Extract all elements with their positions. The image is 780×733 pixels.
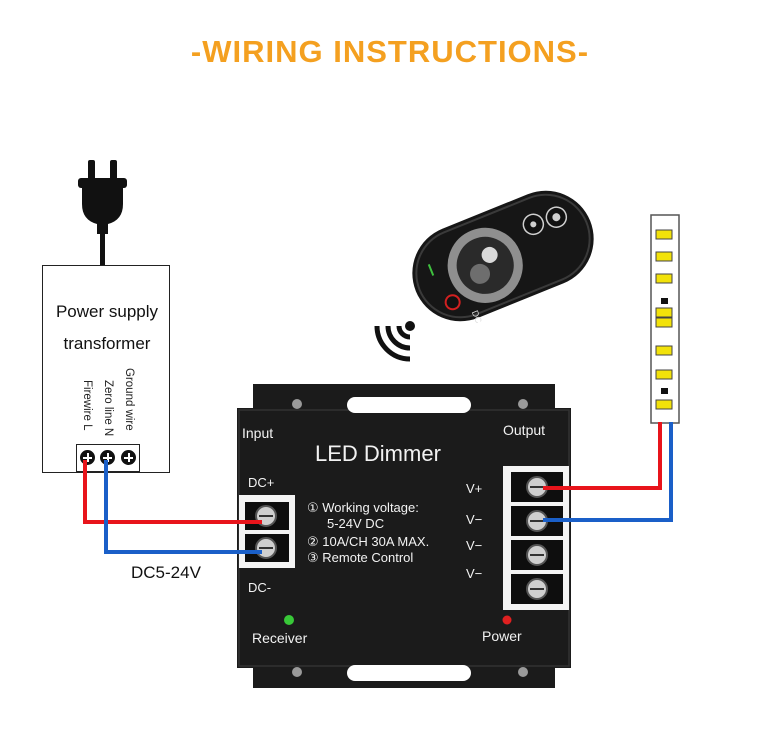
output-v-minus-3: V− <box>466 566 483 581</box>
supply-voltage-label: DC5-24V <box>131 563 201 582</box>
led-dimmer-body <box>237 384 571 688</box>
page-title: -WIRING INSTRUCTIONS- <box>190 34 590 69</box>
output-negative-wire <box>543 422 673 522</box>
remote-dc-text: DC <box>470 309 484 325</box>
dimmer-name: LED Dimmer <box>315 441 441 466</box>
output-v-minus-1: V− <box>466 512 483 527</box>
remote-control-icon: DC <box>412 190 594 325</box>
led-strip-icon <box>650 214 680 424</box>
output-label: Output <box>503 422 546 438</box>
input-label: Input <box>242 425 274 441</box>
power-label: Power <box>482 628 522 644</box>
spec-line-1: ① Working voltage: <box>307 500 419 515</box>
wireless-signal-icon <box>374 321 415 362</box>
spec-line-3: ② 10A/CH 30A MAX. <box>307 534 430 549</box>
output-positive-wire <box>543 422 662 490</box>
dc-minus-label: DC- <box>248 580 272 595</box>
spec-line-2: 5-24V DC <box>327 516 385 531</box>
plug-icon <box>78 160 127 266</box>
input-negative-wire <box>104 460 262 554</box>
spec-line-4: ③ Remote Control <box>307 550 414 565</box>
output-v-plus: V+ <box>466 481 483 496</box>
receiver-label: Receiver <box>252 630 308 646</box>
dc-plus-label: DC+ <box>248 475 275 490</box>
psu-label-line1: Power supply <box>55 302 159 321</box>
psu-label-line2: transformer <box>63 334 151 353</box>
terminal-ground <box>121 450 136 465</box>
output-v-minus-2: V− <box>466 538 483 553</box>
input-positive-wire <box>83 460 262 524</box>
terminal-n <box>100 450 115 465</box>
power-supply-transformer: Power supply transformer <box>42 265 170 473</box>
